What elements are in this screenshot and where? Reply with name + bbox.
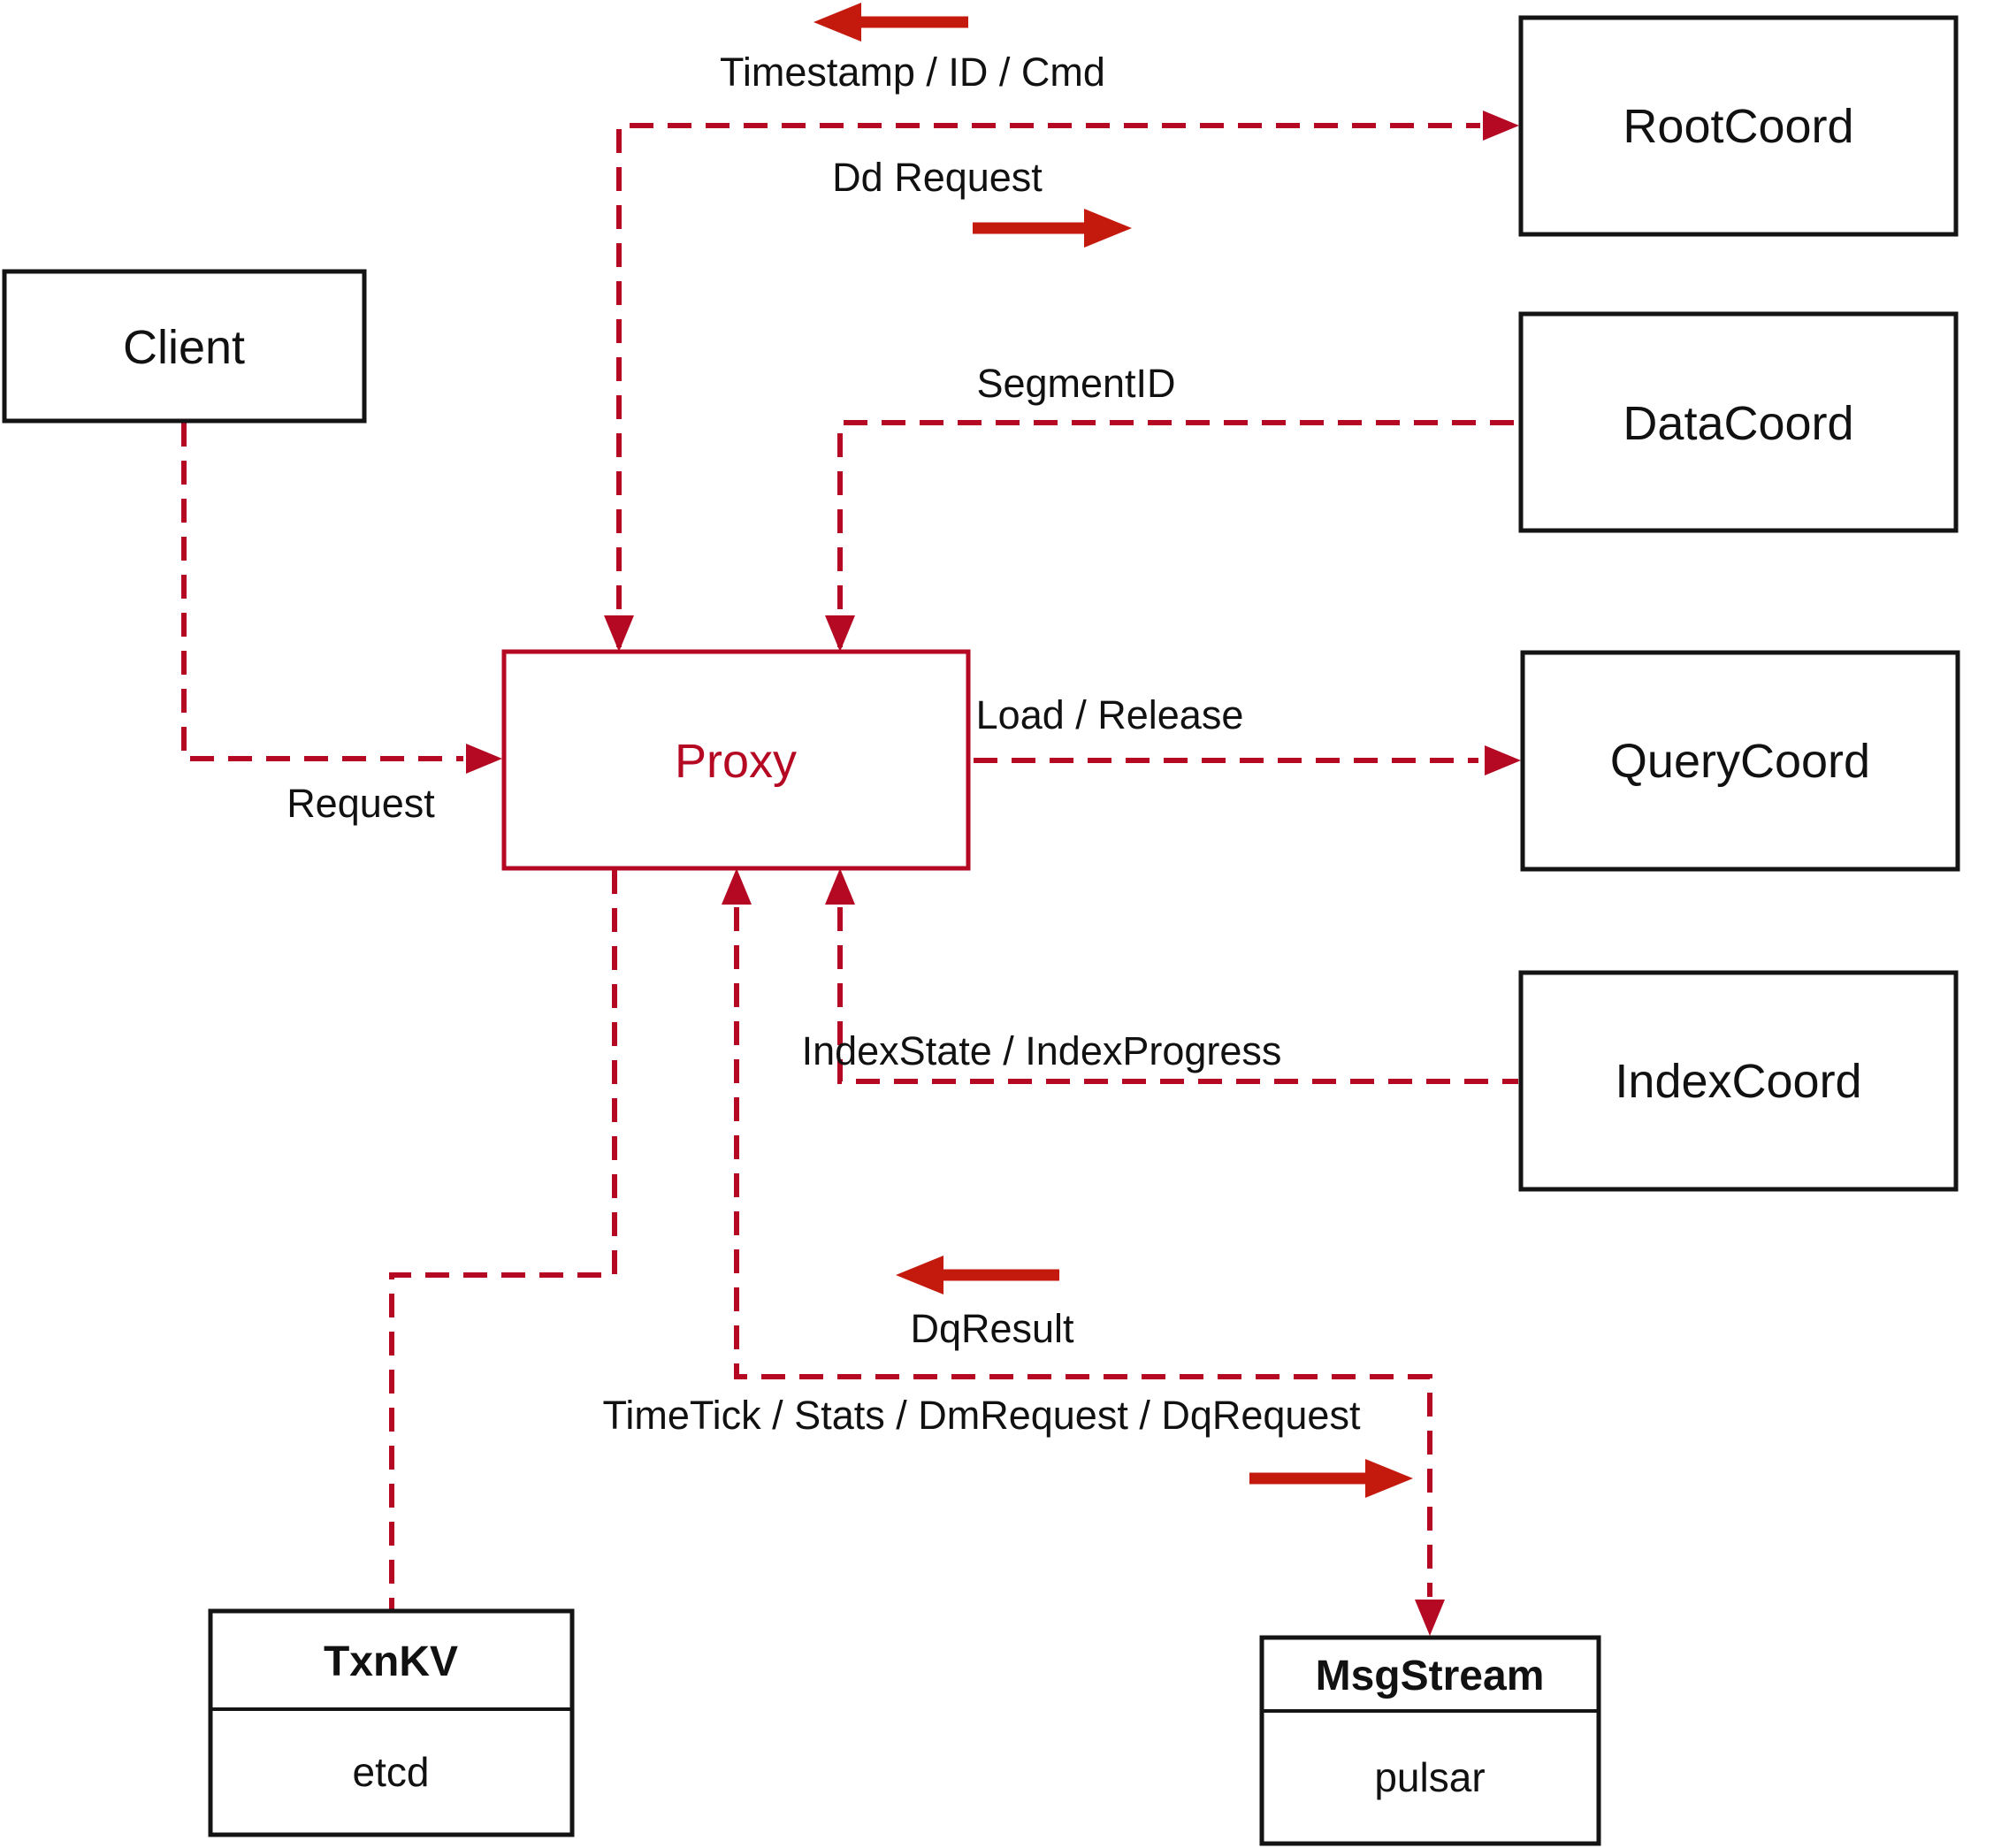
- node-datacoord: DataCoord: [1518, 311, 1959, 533]
- direction-arrow-right-timetick: [1249, 1459, 1413, 1498]
- edge-label-timestamp-id-cmd: Timestamp / ID / Cmd: [720, 50, 1105, 95]
- arrowhead-into-msgstream: [1415, 1600, 1445, 1636]
- node-datacoord-label: DataCoord: [1623, 397, 1853, 450]
- arrowhead-into-proxy-bottom-mid: [722, 868, 752, 905]
- edge-label-load-release: Load / Release: [976, 692, 1244, 737]
- node-txnkv: TxnKV etcd: [208, 1608, 575, 1837]
- node-proxy: Proxy: [501, 649, 971, 871]
- edge-label-dqresult: DqResult: [910, 1306, 1074, 1351]
- node-proxy-label: Proxy: [675, 735, 797, 788]
- arrowhead-into-proxy-left: [466, 744, 502, 774]
- direction-arrow-right-dd-request: [973, 209, 1132, 248]
- edge-label-segmentid: SegmentID: [976, 361, 1175, 406]
- arrowhead-into-proxy-top-left: [604, 615, 634, 652]
- node-msgstream-title: MsgStream: [1316, 1653, 1545, 1699]
- direction-arrow-left-dqresult: [896, 1256, 1059, 1294]
- direction-arrow-left-timestamp: [814, 3, 968, 42]
- edge-label-dd-request: Dd Request: [832, 155, 1043, 200]
- node-msgstream-subtitle: pulsar: [1374, 1754, 1485, 1800]
- edge-proxy-msgstream: [734, 907, 1432, 1597]
- edge-indexcoord-proxy: [837, 907, 1518, 1084]
- node-client-label: Client: [123, 321, 245, 374]
- node-querycoord-label: QueryCoord: [1610, 735, 1870, 788]
- arrowhead-into-proxy-top-right: [825, 615, 855, 652]
- edge-label-indexstate-indexprogress: IndexState / IndexProgress: [802, 1028, 1282, 1073]
- edge-label-timetick-stats: TimeTick / Stats / DmRequest / DqRequest: [603, 1393, 1361, 1438]
- node-txnkv-subtitle: etcd: [353, 1749, 430, 1795]
- arrowhead-into-querycoord: [1485, 745, 1521, 775]
- arrowhead-into-proxy-bottom-right: [825, 868, 855, 905]
- node-querycoord: QueryCoord: [1520, 650, 1960, 872]
- edge-proxy-rootcoord: [616, 123, 1480, 647]
- node-rootcoord-label: RootCoord: [1623, 100, 1853, 153]
- edge-client-proxy: [181, 423, 463, 761]
- edge-label-request: Request: [286, 781, 435, 826]
- node-indexcoord-label: IndexCoord: [1615, 1055, 1861, 1108]
- node-rootcoord: RootCoord: [1518, 15, 1959, 237]
- node-txnkv-title: TxnKV: [324, 1638, 458, 1685]
- edge-datacoord-proxy: [837, 420, 1518, 647]
- node-client: Client: [2, 269, 367, 424]
- arrowhead-into-rootcoord: [1483, 111, 1519, 141]
- node-msgstream: MsgStream pulsar: [1259, 1635, 1601, 1846]
- edge-proxy-txnkv: [389, 870, 617, 1609]
- node-indexcoord: IndexCoord: [1518, 970, 1959, 1192]
